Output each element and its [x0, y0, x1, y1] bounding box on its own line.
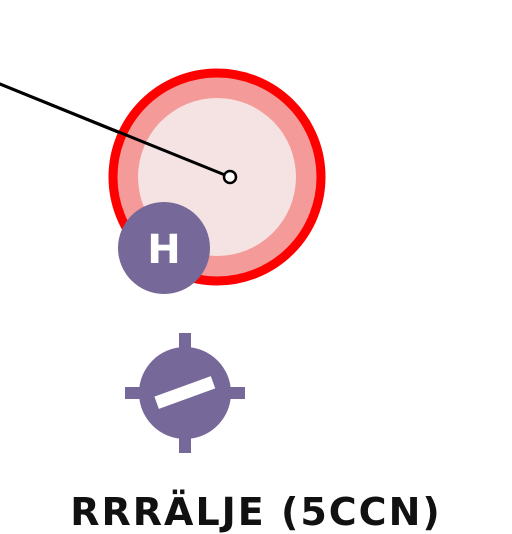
map-canvas[interactable]: H: [0, 0, 512, 512]
hotel-marker-letter: H: [147, 227, 180, 273]
compass-needle: [154, 376, 216, 409]
location-dot[interactable]: [222, 169, 238, 185]
hotel-marker-icon[interactable]: H: [118, 202, 210, 294]
pointer-line-overlay: [0, 82, 226, 177]
place-label: RRRÄLJE (5CCN): [70, 490, 442, 534]
compass-icon[interactable]: [125, 333, 245, 453]
